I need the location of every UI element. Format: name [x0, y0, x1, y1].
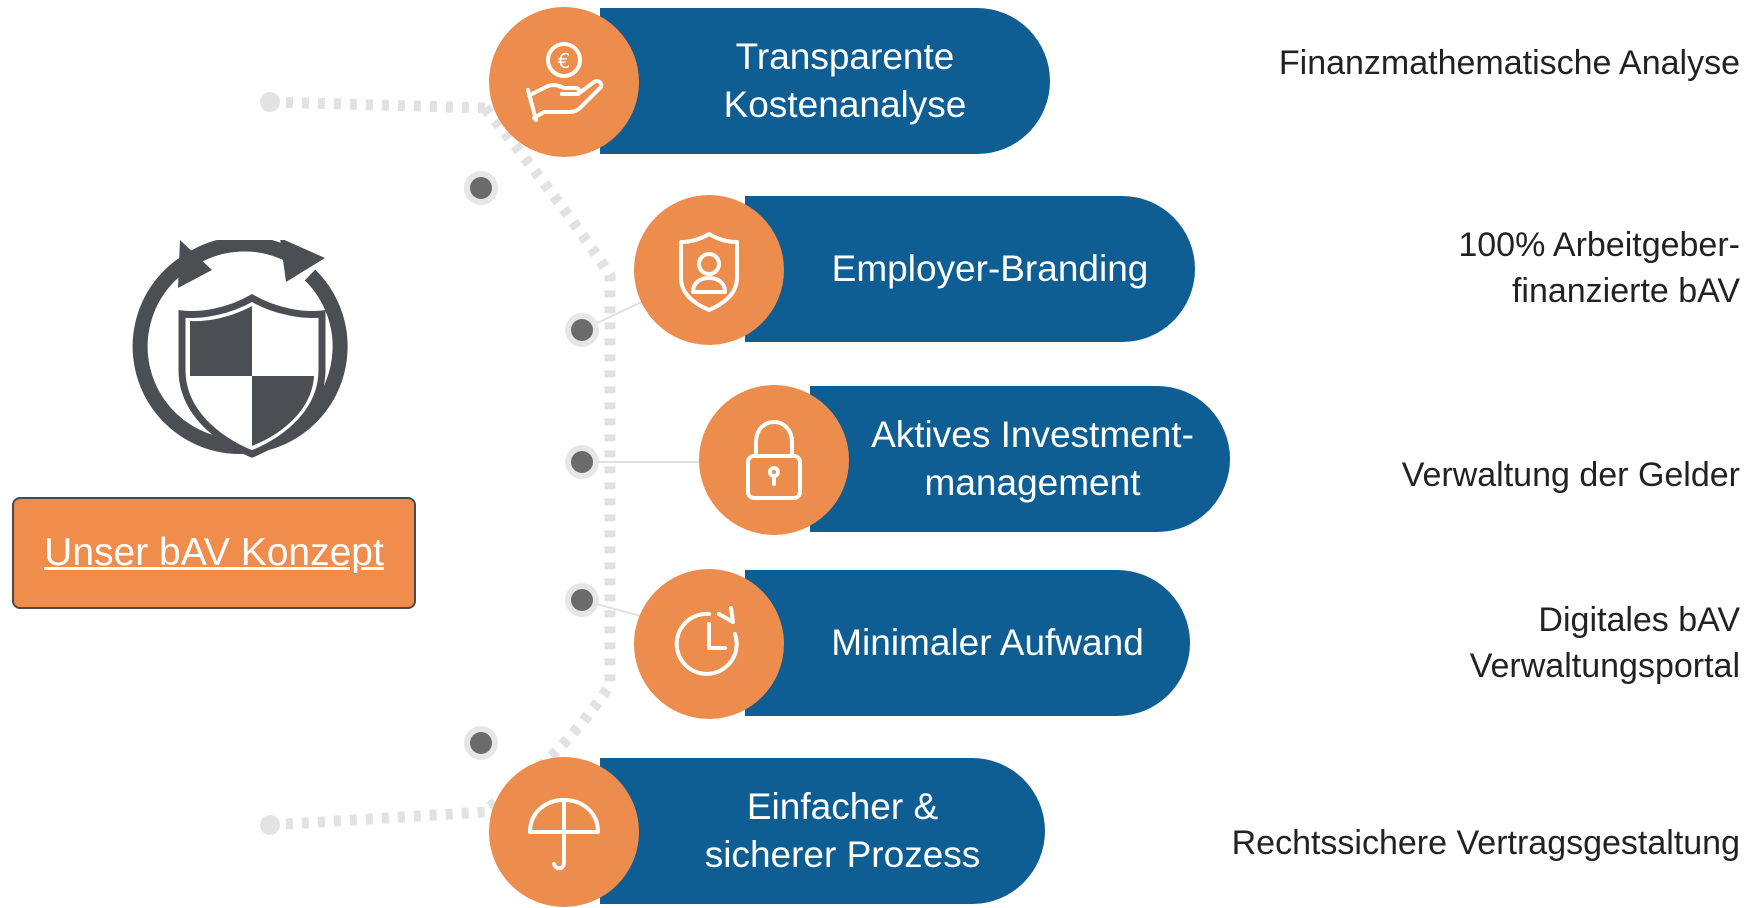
concept-button[interactable]: Unser bAV Konzept	[12, 497, 416, 609]
feature-pill: Employer-Branding	[745, 196, 1195, 342]
shield-refresh-icon	[100, 236, 370, 470]
feature-item-cost: Transparente Kostenanalyse €	[490, 8, 1060, 156]
clock-refresh-icon	[635, 570, 783, 718]
feature-title: Minimaler Aufwand	[831, 622, 1144, 663]
feature-title: Transparente Kostenanalyse	[723, 36, 967, 125]
shield-user-icon	[635, 196, 783, 344]
feature-description-branding: 100% Arbeitgeber- finanzierte bAV	[1458, 226, 1740, 310]
feature-title: Einfacher & sicherer Prozess	[704, 786, 981, 875]
feature-pill: Transparente Kostenanalyse	[600, 8, 1050, 154]
feature-title: Aktives Investment- management	[871, 414, 1194, 503]
feature-description-investment: Verwaltung der Gelder	[1401, 456, 1740, 494]
umbrella-icon	[490, 758, 638, 906]
feature-item-branding: Employer-Branding	[635, 196, 1205, 344]
feature-item-process: Einfacher & sicherer Prozess	[490, 758, 1050, 906]
padlock-icon	[700, 386, 848, 534]
feature-description-process: Rechtssichere Vertragsgestaltung	[1231, 824, 1740, 862]
feature-pill: Aktives Investment- management	[810, 386, 1230, 532]
feature-item-effort: Minimaler Aufwand	[635, 570, 1200, 718]
feature-pill: Einfacher & sicherer Prozess	[600, 758, 1045, 904]
feature-description-effort: Digitales bAV Verwaltungsportal	[1469, 601, 1740, 685]
svg-text:€: €	[558, 49, 571, 73]
feature-pill: Minimaler Aufwand	[745, 570, 1190, 716]
euro-coin-hand-icon: €	[490, 8, 638, 156]
feature-title: Employer-Branding	[831, 248, 1149, 289]
feature-item-investment: Aktives Investment- management	[700, 386, 1240, 534]
feature-description-cost: Finanzmathematische Analyse	[1278, 44, 1740, 82]
